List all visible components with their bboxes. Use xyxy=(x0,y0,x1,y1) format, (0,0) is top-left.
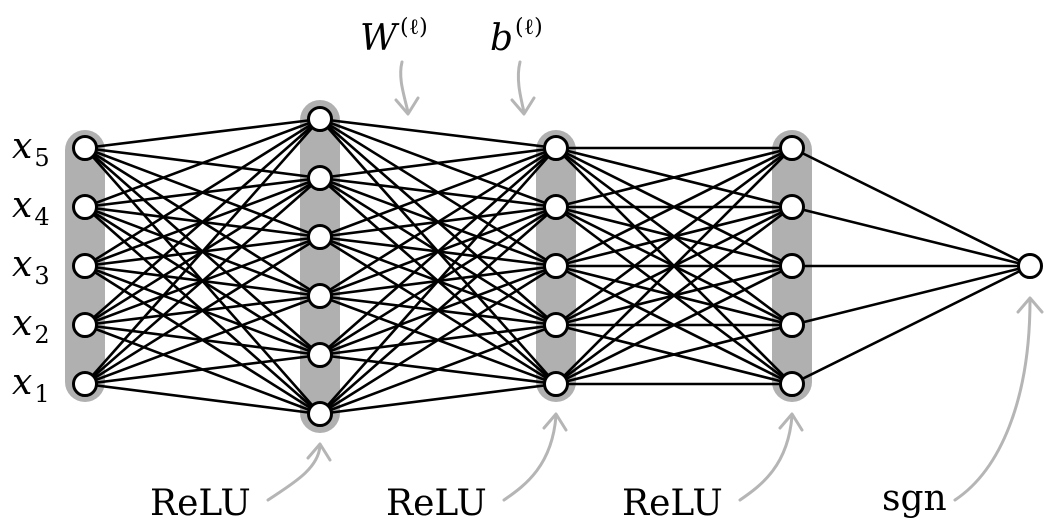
edge-hidden-1-1-to-hidden-2-1 xyxy=(319,117,557,150)
hidden-3-neuron-5 xyxy=(779,371,805,397)
input-neuron-5 xyxy=(72,371,98,397)
hidden-3-neuron-3 xyxy=(779,253,805,279)
neurons xyxy=(72,106,1043,427)
edge-input-5-to-hidden-1-5 xyxy=(84,353,321,386)
input-neuron-4 xyxy=(72,312,98,338)
hidden-3-neuron-2 xyxy=(779,194,805,220)
input-label-x2: x2 xyxy=(12,303,50,349)
edge-hidden-2-5-to-hidden-3-2 xyxy=(555,205,793,386)
bias-label: b(ℓ) xyxy=(490,15,543,59)
edge-hidden-1-6-to-hidden-2-3 xyxy=(319,264,557,416)
edge-hidden-1-2-to-hidden-2-1 xyxy=(319,146,557,180)
input-label-x4: x4 xyxy=(12,185,50,231)
edge-hidden-1-6-to-hidden-2-2 xyxy=(319,206,557,415)
edge-input-5-to-hidden-1-3 xyxy=(84,235,321,386)
edge-hidden-3-4-to-output-1 xyxy=(791,264,1031,327)
edge-hidden-2-4-to-hidden-3-1 xyxy=(555,146,793,327)
edge-hidden-2-5-to-hidden-3-3 xyxy=(555,264,793,386)
hidden-2-neuron-3 xyxy=(543,253,569,279)
edge-hidden-1-5-to-hidden-2-1 xyxy=(319,147,557,356)
hidden-2-neuron-2 xyxy=(543,194,569,220)
edge-hidden-1-3-to-hidden-2-1 xyxy=(319,146,557,239)
hidden-2-neuron-5 xyxy=(543,371,569,397)
hidden-1-neuron-1 xyxy=(307,106,333,132)
pointer-arrows xyxy=(266,60,1044,502)
edge-hidden-1-4-to-hidden-2-1 xyxy=(319,146,557,298)
edge-input-3-to-hidden-1-1 xyxy=(84,117,321,268)
edge-input-1-to-hidden-1-1 xyxy=(84,117,321,150)
sgn-arrow xyxy=(953,296,1044,502)
weight-label: W(ℓ) xyxy=(360,15,428,59)
edge-hidden-1-6-to-hidden-2-5 xyxy=(319,382,557,416)
edge-input-5-to-hidden-1-4 xyxy=(84,294,321,386)
input-labels: x5 x4 x3 x2 x1 xyxy=(12,126,50,408)
edge-hidden-1-6-to-hidden-2-4 xyxy=(319,323,557,416)
activation-label-sgn: sgn xyxy=(882,478,947,519)
connections xyxy=(84,117,1031,416)
hidden-1-neuron-6 xyxy=(307,401,333,427)
edge-hidden-2-5-to-hidden-3-4 xyxy=(555,323,793,386)
input-neuron-1 xyxy=(72,135,98,161)
edge-hidden-2-3-to-hidden-3-1 xyxy=(555,146,793,268)
edge-input-4-to-hidden-1-1 xyxy=(84,118,321,326)
hidden-2-neuron-4 xyxy=(543,312,569,338)
edge-hidden-3-5-to-output-1 xyxy=(791,264,1031,386)
output-neuron-1 xyxy=(1017,253,1043,279)
hidden-1-neuron-2 xyxy=(307,165,333,191)
bias-arrow xyxy=(510,60,536,116)
relu-2-arrow xyxy=(502,412,568,502)
input-label-x3: x3 xyxy=(12,244,50,290)
hidden-2-neuron-1 xyxy=(543,135,569,161)
activation-label-relu-1: ReLU xyxy=(150,483,251,524)
edge-input-5-to-hidden-1-1 xyxy=(84,118,321,385)
edge-hidden-1-6-to-hidden-2-1 xyxy=(319,147,557,415)
edge-hidden-2-2-to-hidden-3-1 xyxy=(555,146,793,209)
edge-hidden-2-5-to-hidden-3-1 xyxy=(555,147,793,385)
activation-label-relu-2: ReLU xyxy=(386,483,487,524)
input-neuron-2 xyxy=(72,194,98,220)
input-neuron-3 xyxy=(72,253,98,279)
edge-hidden-3-2-to-output-1 xyxy=(791,205,1031,268)
hidden-3-neuron-1 xyxy=(779,135,805,161)
relu-3-arrow xyxy=(738,412,804,502)
relu-1-arrow xyxy=(266,442,332,502)
edge-hidden-3-1-to-output-1 xyxy=(791,146,1031,268)
input-label-x1: x1 xyxy=(12,362,50,408)
hidden-3-neuron-4 xyxy=(779,312,805,338)
hidden-1-neuron-3 xyxy=(307,224,333,250)
edge-input-5-to-hidden-1-6 xyxy=(84,382,321,416)
edge-input-5-to-hidden-1-2 xyxy=(84,177,321,385)
edge-input-2-to-hidden-1-1 xyxy=(84,117,321,209)
hidden-layer-1-band xyxy=(300,100,340,433)
input-label-x5: x5 xyxy=(12,126,50,172)
hidden-1-neuron-5 xyxy=(307,342,333,368)
hidden-1-neuron-4 xyxy=(307,283,333,309)
activation-label-relu-3: ReLU xyxy=(622,483,723,524)
weight-arrow xyxy=(394,60,420,116)
